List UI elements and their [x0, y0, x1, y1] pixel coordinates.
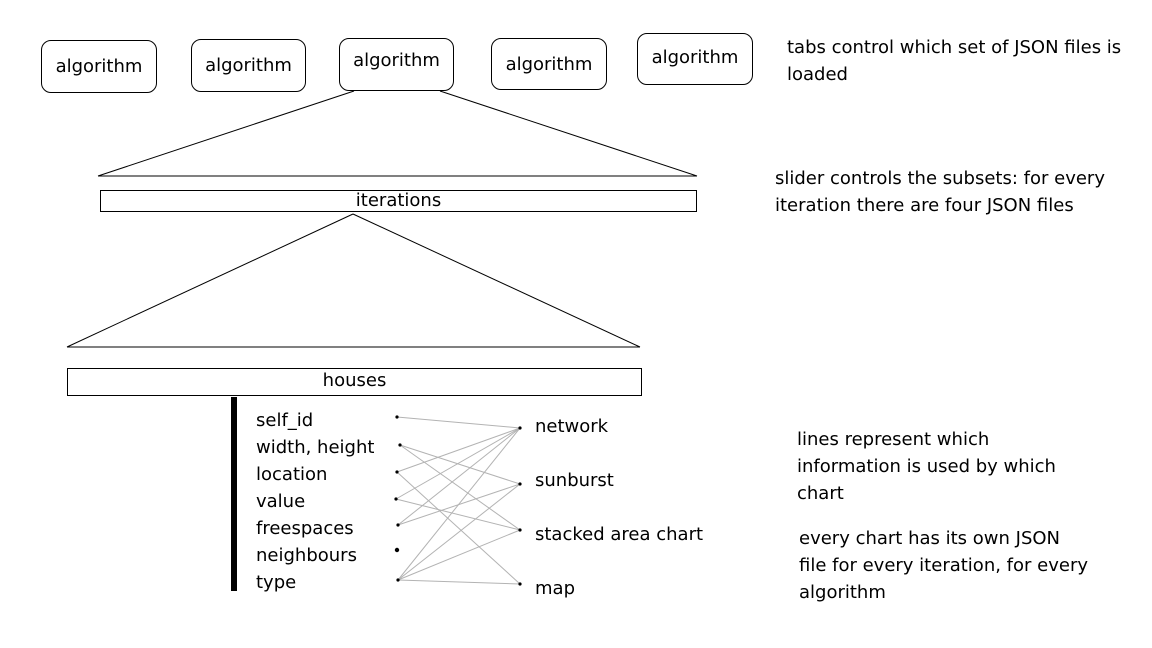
field-dot — [394, 547, 400, 553]
link-line — [396, 427, 521, 473]
chart-map: map — [535, 578, 575, 599]
link-line — [397, 483, 521, 581]
houses-spine — [231, 397, 237, 591]
field-value: value — [256, 491, 306, 512]
note-files: every chart has its own JSON file for ev… — [799, 528, 1088, 603]
field-width-height: width, height — [256, 437, 375, 458]
link-line — [397, 427, 521, 581]
tab-label: algorithm — [353, 50, 440, 71]
tab-label: algorithm — [505, 53, 593, 75]
field-type: type — [256, 572, 297, 593]
expand-line — [352, 213, 641, 348]
chart-dot — [518, 482, 522, 486]
field-self-id: self_id — [256, 410, 314, 431]
iterations-slider[interactable]: iterations — [100, 190, 697, 212]
chart-dot — [518, 426, 522, 430]
houses-label: houses — [322, 370, 387, 391]
link-line — [397, 529, 521, 581]
iterations-label: iterations — [355, 190, 442, 211]
field-freespaces: freespaces — [256, 518, 354, 539]
tab-algorithm-2[interactable]: algorithm — [191, 39, 306, 92]
tab-algorithm-4[interactable]: algorithm — [491, 38, 607, 90]
link-group — [394, 415, 522, 586]
field-dot — [396, 523, 400, 527]
tab-algorithm-5[interactable]: algorithm — [637, 33, 753, 85]
field-location: location — [256, 464, 328, 485]
link-line — [397, 427, 521, 526]
link-line — [395, 427, 521, 500]
tab-label: algorithm — [55, 56, 143, 77]
link-line — [396, 416, 521, 429]
field-dot — [395, 415, 399, 419]
tab-label: algorithm — [651, 46, 739, 68]
expand-line — [66, 213, 354, 348]
chart-sunburst: sunburst — [535, 470, 614, 491]
link-line — [395, 498, 521, 531]
tab-algorithm-3[interactable]: algorithm — [339, 38, 454, 91]
chart-dot — [518, 528, 522, 532]
field-dot — [395, 470, 399, 474]
chart-dot — [518, 582, 522, 586]
link-line — [399, 444, 521, 531]
chart-stacked-area: stacked area chart — [535, 524, 704, 545]
link-line — [399, 444, 521, 485]
field-dot — [394, 497, 398, 501]
expand-line — [439, 90, 698, 177]
field-dot — [398, 443, 402, 447]
tab-label: algorithm — [205, 55, 292, 76]
field-neighbours: neighbours — [256, 545, 357, 566]
note-lines: lines represent which information is use… — [797, 429, 1056, 504]
note-slider: slider controls the subsets: for every i… — [775, 168, 1105, 216]
link-line — [397, 579, 521, 585]
link-line — [396, 471, 521, 585]
field-dot — [396, 578, 400, 582]
houses-bar: houses — [67, 368, 642, 396]
tab-algorithm-1[interactable]: algorithm — [41, 40, 157, 93]
expand-line — [97, 90, 355, 177]
note-tabs: tabs control which set of JSON files is … — [787, 37, 1122, 85]
chart-network: network — [535, 416, 609, 437]
